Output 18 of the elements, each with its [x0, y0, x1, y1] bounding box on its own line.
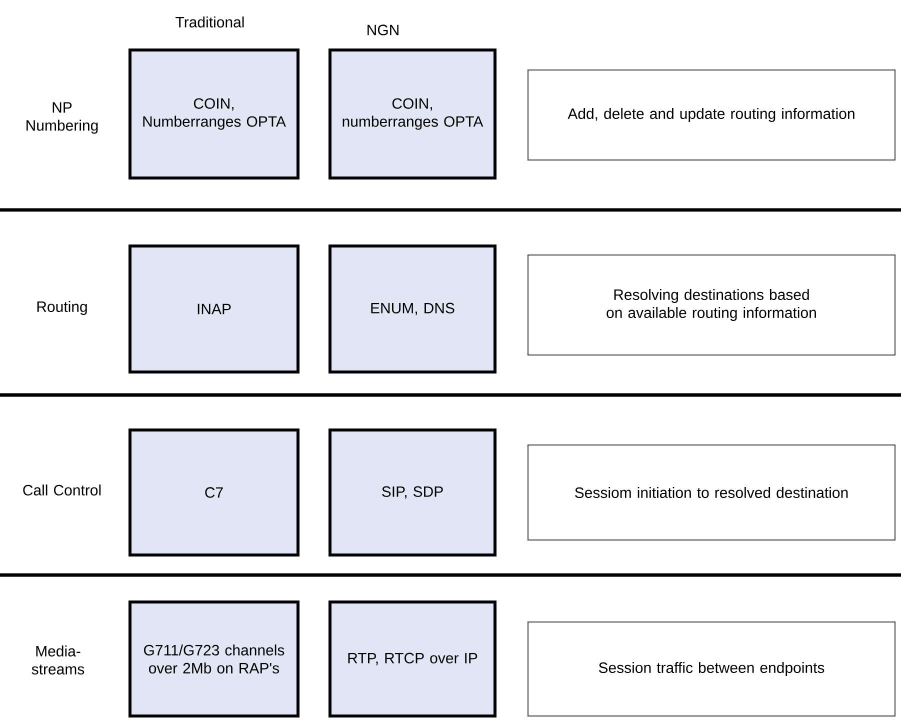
column-heading: NGN — [368, 24, 398, 36]
description-box: Session traffic between endpoints — [528, 622, 896, 716]
description-box: Resolving destinations based on available routing information — [528, 254, 896, 356]
technology-box: RTP, RTCP over IP — [328, 600, 496, 718]
technology-box: COIN, numberranges OPTA — [328, 48, 496, 180]
description-box: Sessiom initiation to resolved destination — [528, 444, 896, 540]
technology-box: SIP, SDP — [328, 428, 496, 556]
row-label: Call Control — [23, 484, 101, 496]
technology-box: COIN, Numberranges OPTA — [128, 48, 300, 180]
column-heading: Traditional — [176, 16, 244, 28]
description-box: Add, delete and update routing information — [528, 70, 896, 160]
technology-box: INAP — [128, 244, 300, 374]
technology-box: G711/G723 channels over 2Mb on RAP's — [128, 600, 300, 718]
row-label: Routing — [37, 301, 87, 315]
row-label: NP Numbering — [26, 102, 98, 134]
technology-box: ENUM, DNS — [328, 244, 496, 374]
technology-box: C7 — [128, 428, 300, 556]
row-label: Media-streams — [32, 646, 84, 674]
